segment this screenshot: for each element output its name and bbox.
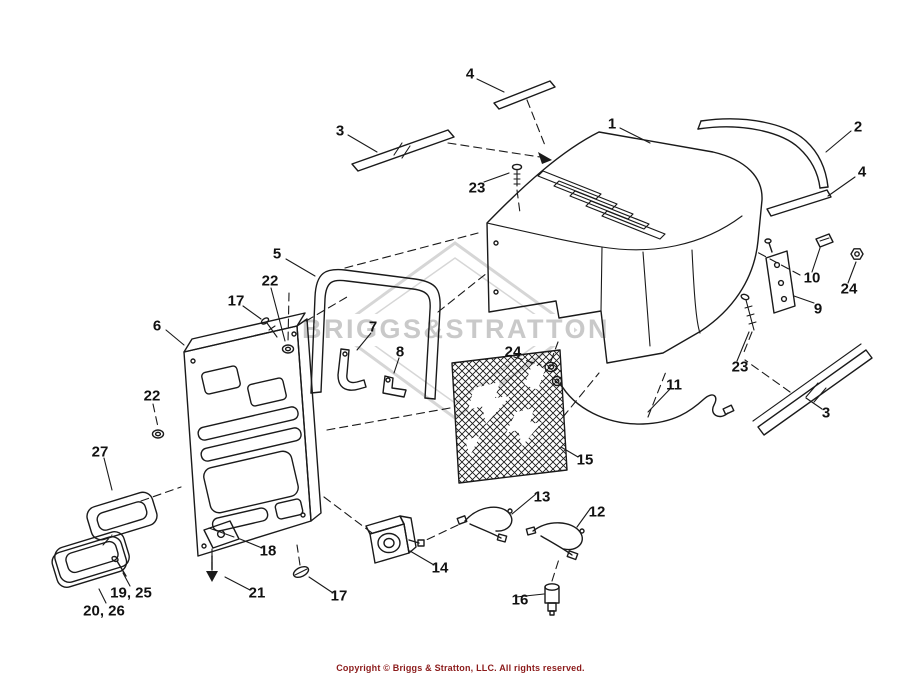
hood-louvers xyxy=(537,170,666,240)
grommet-24-center xyxy=(544,361,558,373)
screw-23-right xyxy=(740,293,757,331)
watermark-text: BRIGGS&STRATTON xyxy=(302,314,610,344)
bulb-socket-16 xyxy=(544,583,560,616)
screw-17-top xyxy=(260,317,278,338)
mesh-screen xyxy=(451,349,568,484)
wire-11 xyxy=(551,375,735,425)
grommet-22-left xyxy=(151,429,165,439)
bracket-18 xyxy=(203,520,240,549)
trim-strip-4-top xyxy=(493,80,556,110)
copyright-text: Copyright © Briggs & Stratton, LLC. All … xyxy=(336,663,585,673)
screw-23-top xyxy=(511,163,523,187)
bracket-8 xyxy=(382,375,407,398)
trim-strip-3-top xyxy=(351,129,455,172)
bezel-screw-19-25 xyxy=(111,555,127,577)
headlight-bezel-27 xyxy=(86,491,158,541)
headlight-bezel-20-26 xyxy=(51,531,130,588)
trim-strip-4-right xyxy=(766,189,832,217)
trim-strip-3-bottom xyxy=(752,343,873,436)
assembly-arrow xyxy=(538,152,552,164)
hood-part xyxy=(486,131,763,364)
wire-harness-12 xyxy=(525,522,585,561)
lamp-housing xyxy=(365,515,425,564)
wire-harness-13 xyxy=(456,506,513,543)
assembly-dashed-lines xyxy=(102,99,801,582)
bracket-7 xyxy=(337,348,367,391)
grille-panel xyxy=(183,312,322,557)
clip-10 xyxy=(815,233,834,248)
rear-trim-strip xyxy=(697,118,829,189)
grommet-22-top xyxy=(281,344,295,354)
nut-24-right xyxy=(850,248,864,260)
callout-leader-lines xyxy=(98,78,857,604)
watermark: BRIGGS&STRATTON xyxy=(302,241,610,420)
hinge-strap-9 xyxy=(764,238,796,314)
clip-17-bottom xyxy=(292,566,310,578)
